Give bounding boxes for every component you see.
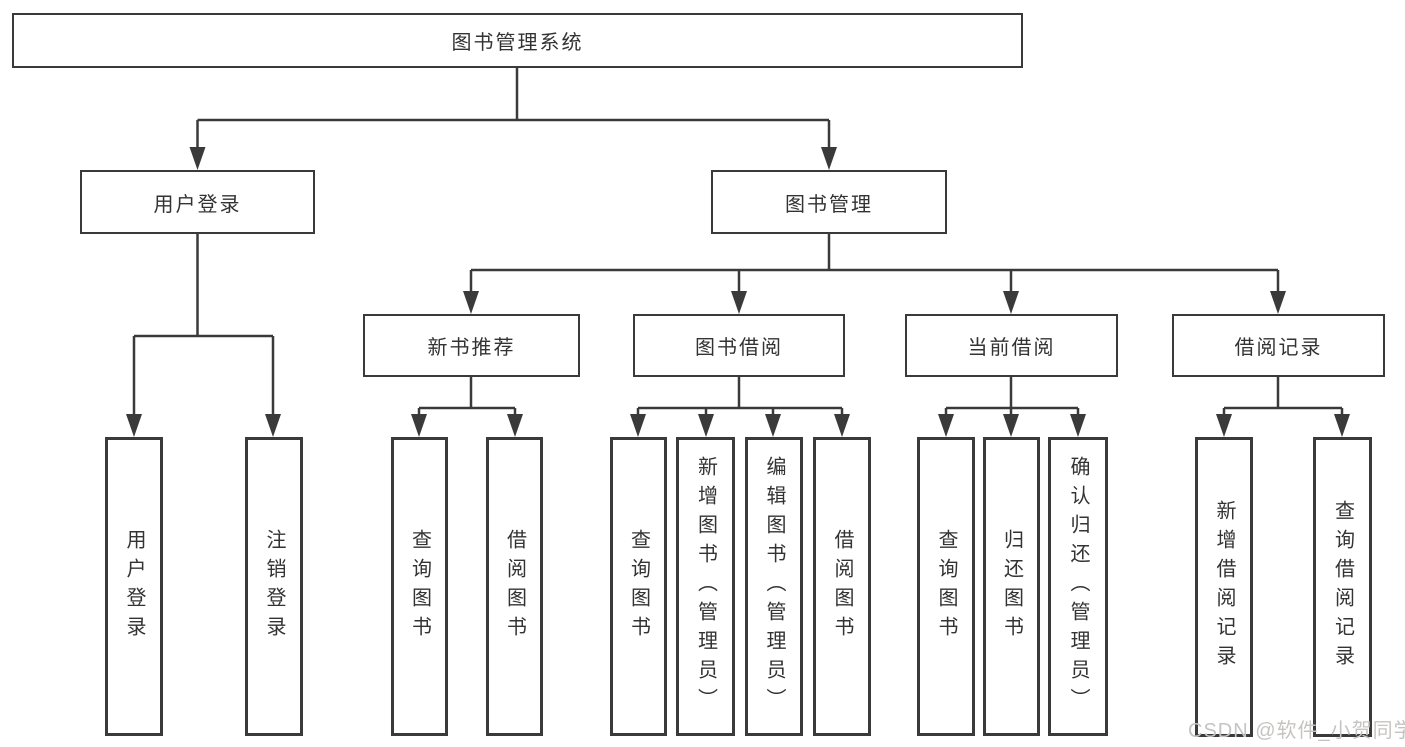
leaf-confirm-return-admin: 确认归还（管理员） xyxy=(1048,437,1108,736)
leaf-return-books: 归还图书 xyxy=(983,437,1040,736)
arrow-down-icon xyxy=(1003,291,1019,314)
leaf-query-books-borrow: 查询图书 xyxy=(610,437,667,736)
arrow-down-icon xyxy=(1216,414,1232,437)
leaf-query-books-recommend: 查询图书 xyxy=(391,437,448,736)
leaf-query-books-recommend-label: 查询图书 xyxy=(408,528,431,645)
node-book-borrow-label: 图书借阅 xyxy=(695,337,783,359)
connector-root-to-level1 xyxy=(196,68,831,150)
arrow-down-icon xyxy=(507,414,523,437)
leaf-query-borrow-record-label: 查询借阅记录 xyxy=(1331,500,1354,674)
arrow-down-icon xyxy=(1334,414,1350,437)
arrow-down-icon xyxy=(698,414,714,437)
arrow-down-icon xyxy=(731,291,747,314)
leaf-add-borrow-record-label: 新增借阅记录 xyxy=(1213,500,1235,674)
arrow-down-icon xyxy=(1003,414,1019,437)
arrow-down-icon xyxy=(189,147,206,170)
arrow-down-icon xyxy=(938,414,954,437)
node-book-management: 图书管理 xyxy=(711,170,947,234)
arrow-down-icon xyxy=(1270,291,1286,314)
leaf-edit-books-admin-label: 编辑图书（管理员） xyxy=(763,456,785,717)
node-user-login: 用户登录 xyxy=(80,170,315,234)
leaf-query-borrow-record: 查询借阅记录 xyxy=(1313,437,1372,737)
node-book-management-label: 图书管理 xyxy=(785,193,873,216)
arrow-down-icon xyxy=(411,414,427,437)
connector-book-mgmt-to-level3 xyxy=(469,234,1280,294)
leaf-user-login: 用户登录 xyxy=(105,437,163,736)
connector-current-borrow-to-leaves xyxy=(944,377,1080,418)
leaf-borrow-books-recommend: 借阅图书 xyxy=(486,437,543,736)
leaf-add-borrow-record: 新增借阅记录 xyxy=(1195,437,1253,737)
node-user-login-label: 用户登录 xyxy=(153,193,242,216)
watermark: CSDN @软件_小贺同学 xyxy=(1188,720,1405,742)
node-current-borrow: 当前借阅 xyxy=(905,314,1118,377)
connector-book-borrow-to-leaves xyxy=(636,377,844,418)
node-new-book-recommend: 新书推荐 xyxy=(363,314,580,377)
connector-user-login-to-leaves xyxy=(132,234,275,418)
leaf-borrow-books: 借阅图书 xyxy=(813,437,871,736)
leaf-logout-label: 注销登录 xyxy=(263,528,285,645)
arrow-down-icon xyxy=(463,291,479,314)
arrow-down-icon xyxy=(834,414,850,437)
node-library-management-system-label: 图书管理系统 xyxy=(451,32,584,54)
leaf-return-books-label: 归还图书 xyxy=(1000,528,1023,645)
leaf-add-books-admin: 新增图书（管理员） xyxy=(676,437,735,736)
node-current-borrow-label: 当前借阅 xyxy=(967,337,1056,359)
leaf-query-books-current: 查询图书 xyxy=(917,437,975,736)
arrow-down-icon xyxy=(265,414,281,437)
leaf-query-books-borrow-label: 查询图书 xyxy=(627,528,650,645)
node-borrow-records: 借阅记录 xyxy=(1172,314,1385,377)
arrow-down-icon xyxy=(821,147,837,170)
node-borrow-records-label: 借阅记录 xyxy=(1234,337,1323,359)
leaf-logout: 注销登录 xyxy=(245,437,303,736)
arrow-down-icon xyxy=(1070,414,1086,437)
leaf-query-books-current-label: 查询图书 xyxy=(935,528,957,645)
leaf-borrow-books-label: 借阅图书 xyxy=(831,528,853,645)
connector-new-book-to-leaves xyxy=(417,377,517,418)
node-library-management-system: 图书管理系统 xyxy=(12,13,1023,68)
leaf-user-login-label: 用户登录 xyxy=(123,528,145,645)
arrow-down-icon xyxy=(126,414,142,437)
leaf-edit-books-admin: 编辑图书（管理员） xyxy=(745,437,803,736)
arrow-down-icon xyxy=(765,414,781,437)
node-book-borrow: 图书借阅 xyxy=(633,314,845,377)
node-new-book-recommend-label: 新书推荐 xyxy=(427,337,516,359)
leaf-add-books-admin-label: 新增图书（管理员） xyxy=(694,456,717,717)
leaf-borrow-books-recommend-label: 借阅图书 xyxy=(503,528,526,645)
leaf-confirm-return-admin-label: 确认归还（管理员） xyxy=(1067,456,1089,717)
connector-borrow-records-to-leaves xyxy=(1222,377,1344,418)
arrow-down-icon xyxy=(630,414,646,437)
